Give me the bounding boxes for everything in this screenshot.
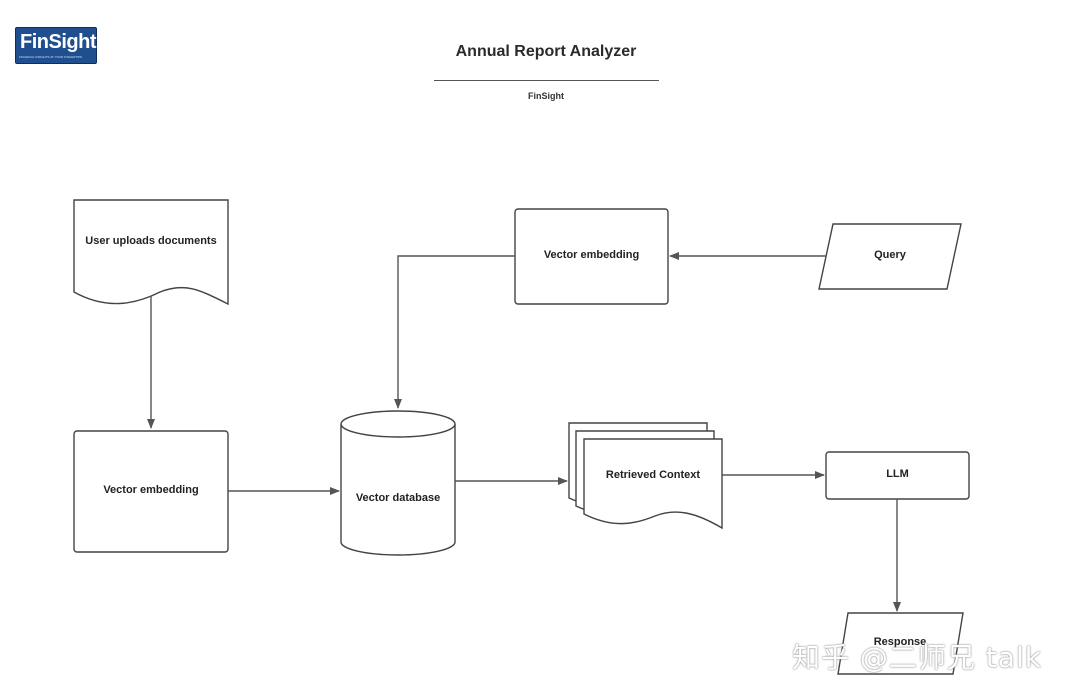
node-label-embedding-left: Vector embedding <box>103 484 199 496</box>
page-subtitle: FinSight <box>528 91 564 101</box>
node-label-retrieved-context: Retrieved Context <box>605 469 701 481</box>
title-divider <box>434 80 659 81</box>
query-parallelogram <box>818 223 962 290</box>
logo-tagline: FINANCIAL INSIGHTS AT YOUR FINGERTIPS <box>19 55 83 59</box>
node-label-embedding-top: Vector embedding <box>543 249 640 261</box>
response-parallelogram <box>837 612 964 675</box>
database-cylinder <box>340 424 456 556</box>
node-label-response: Response <box>873 636 927 648</box>
node-label-query: Query <box>874 249 906 261</box>
document-shape-uploads <box>73 199 229 306</box>
database-cylinder-top <box>340 410 456 438</box>
node-label-vector-db: Vector database <box>355 492 441 504</box>
arrow-embedding-to-database-top <box>394 255 515 409</box>
watermark-text: 知乎 @二师兄 talk <box>792 641 1042 674</box>
logo-brand: FinSight <box>20 31 96 53</box>
context-stack-front <box>583 438 723 530</box>
finsight-logo: FinSight FINANCIAL INSIGHTS AT YOUR FING… <box>15 27 97 64</box>
node-label-user-uploads: User uploads documents <box>85 235 217 247</box>
node-label-llm: LLM <box>886 468 909 480</box>
page-title: Annual Report Analyzer <box>455 43 637 60</box>
